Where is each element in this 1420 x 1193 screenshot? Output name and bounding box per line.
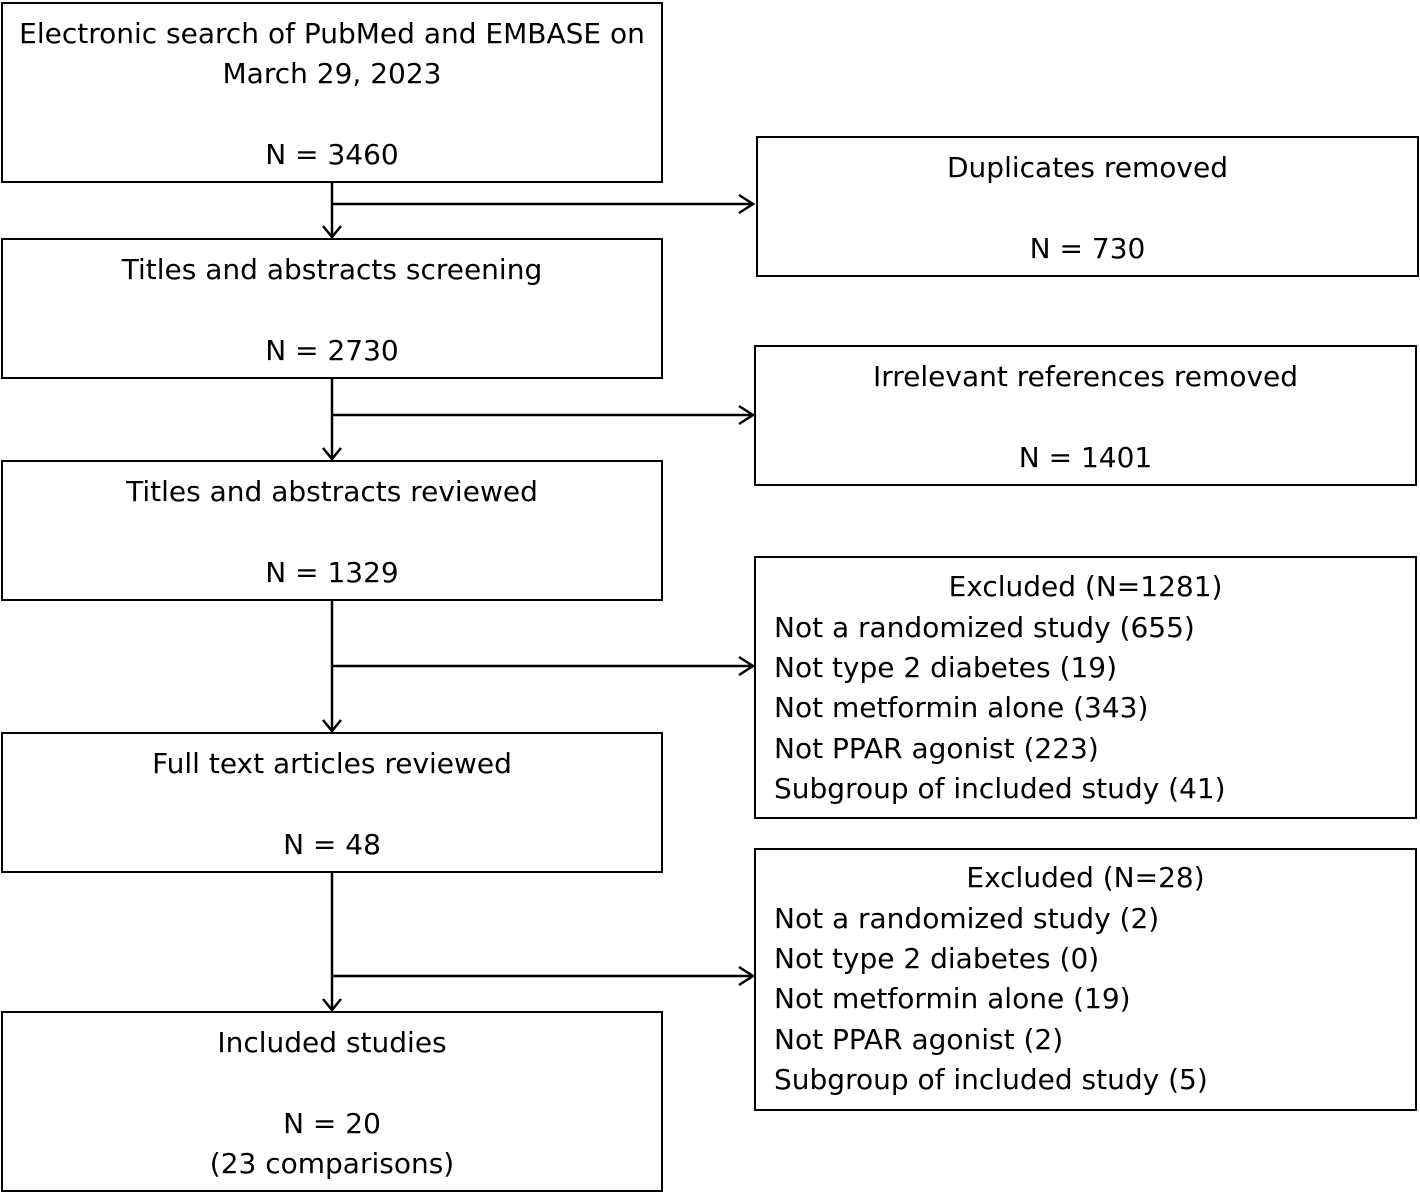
reviewed-box: Titles and abstracts reviewed N = 1329 bbox=[1, 460, 663, 601]
exclusion-reason: Subgroup of included study (5) bbox=[774, 1063, 1208, 1096]
search-label-line2: March 29, 2023 bbox=[222, 57, 442, 90]
exclusion-reason: Not a randomized study (655) bbox=[774, 611, 1195, 644]
irrelevant-count: N = 1401 bbox=[1018, 441, 1153, 474]
duplicates-title: Duplicates removed bbox=[947, 151, 1228, 184]
included-count: N = 20 bbox=[283, 1107, 381, 1140]
search-box: Electronic search of PubMed and EMBASE o… bbox=[1, 2, 663, 183]
screening-title: Titles and abstracts screening bbox=[121, 253, 543, 286]
fulltext-count: N = 48 bbox=[283, 828, 381, 861]
reviewed-count: N = 1329 bbox=[265, 556, 399, 589]
irrelevant-box: Irrelevant references removed N = 1401 bbox=[754, 345, 1417, 486]
search-label-line1: Electronic search of PubMed and EMBASE o… bbox=[19, 17, 645, 50]
fulltext-box: Full text articles reviewed N = 48 bbox=[1, 732, 663, 873]
duplicates-count: N = 730 bbox=[1029, 232, 1146, 265]
included-title: Included studies bbox=[217, 1026, 447, 1059]
screening-box: Titles and abstracts screening N = 2730 bbox=[1, 238, 663, 379]
search-count: N = 3460 bbox=[265, 138, 399, 171]
excluded-fulltext-title: Excluded (N=1281) bbox=[948, 570, 1223, 603]
exclusion-reason: Not type 2 diabetes (0) bbox=[774, 942, 1100, 975]
included-box: Included studies N = 20 (23 comparisons) bbox=[1, 1011, 663, 1192]
excluded-final-box: Excluded (N=28) Not a randomized study (… bbox=[754, 848, 1417, 1111]
exclusion-reason: Not a randomized study (2) bbox=[774, 902, 1160, 935]
included-note: (23 comparisons) bbox=[209, 1147, 455, 1180]
exclusion-reason: Not PPAR agonist (2) bbox=[774, 1023, 1064, 1056]
exclusion-reason: Not type 2 diabetes (19) bbox=[774, 651, 1117, 684]
duplicates-box: Duplicates removed N = 730 bbox=[756, 136, 1419, 277]
reviewed-title: Titles and abstracts reviewed bbox=[126, 475, 538, 508]
screening-count: N = 2730 bbox=[265, 334, 399, 367]
excluded-final-title: Excluded (N=28) bbox=[966, 861, 1205, 894]
fulltext-title: Full text articles reviewed bbox=[152, 747, 512, 780]
excluded-fulltext-box: Excluded (N=1281) Not a randomized study… bbox=[754, 556, 1417, 819]
exclusion-reason: Not metformin alone (19) bbox=[774, 982, 1131, 1015]
exclusion-reason: Subgroup of included study (41) bbox=[774, 772, 1226, 805]
exclusion-reason: Not metformin alone (343) bbox=[774, 691, 1149, 724]
irrelevant-title: Irrelevant references removed bbox=[872, 360, 1299, 393]
exclusion-reason: Not PPAR agonist (223) bbox=[774, 732, 1099, 765]
